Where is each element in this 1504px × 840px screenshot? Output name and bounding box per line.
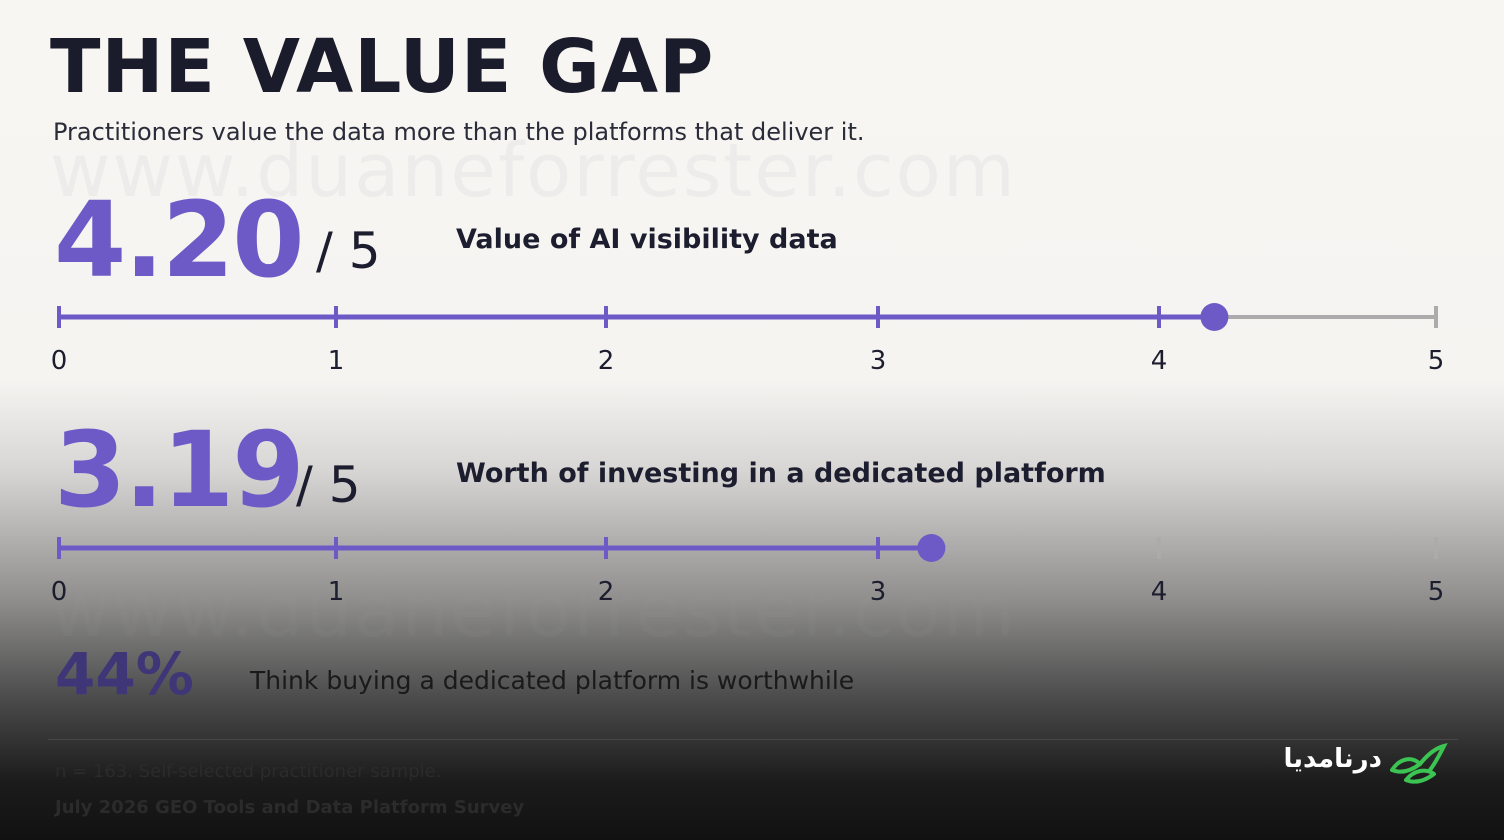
metric-1-label: Value of AI visibility data <box>456 224 838 255</box>
watermark-bottom: www.duaneforrester.com <box>50 568 1018 654</box>
gauge-tick-label: 4 <box>1151 346 1168 376</box>
gauge-tick-label: 3 <box>870 346 887 376</box>
gauge-value-marker <box>1200 303 1229 331</box>
footer-note: n = 163. Self-selected practitioner samp… <box>55 761 442 782</box>
watermark-top: www.duaneforrester.com <box>50 128 1018 214</box>
metric-2-label: Worth of investing in a dedicated platfo… <box>456 458 1106 489</box>
leaf-bird-icon <box>1386 740 1448 790</box>
metric-2-value: 3.19 <box>54 409 305 531</box>
metric-1-out-of: / 5 <box>316 222 381 280</box>
gauge-tick-label: 4 <box>1151 577 1168 607</box>
gauge-2: 0 1 2 3 4 5 <box>51 534 1445 607</box>
page-subtitle: Practitioners value the data more than t… <box>53 118 865 146</box>
gauge-tick-label: 5 <box>1428 577 1445 607</box>
footer-source: July 2026 GEO Tools and Data Platform Su… <box>55 797 525 818</box>
gauge-tick-label: 1 <box>328 346 345 376</box>
gauge-value-marker <box>917 534 946 562</box>
gauge-1: 0 1 2 3 4 5 <box>51 303 1445 376</box>
page-title: THE VALUE GAP <box>50 24 715 110</box>
brand-logo-text: درنامدیا <box>1283 744 1382 774</box>
gauge-tick-label: 1 <box>328 577 345 607</box>
gauge-tick-label: 5 <box>1428 346 1445 376</box>
stat-text: Think buying a dedicated platform is wor… <box>250 666 855 695</box>
gauge-tick-label: 0 <box>51 577 68 607</box>
gauge-tick-label: 0 <box>51 346 68 376</box>
gauge-tick-label: 2 <box>598 577 615 607</box>
gauge-tick-label: 3 <box>870 577 887 607</box>
gauge-tick-label: 2 <box>598 346 615 376</box>
metric-1-value: 4.20 <box>54 179 305 301</box>
stat-value: 44% <box>55 640 194 708</box>
metric-2-out-of: / 5 <box>296 456 361 514</box>
footer-divider <box>48 739 1458 740</box>
